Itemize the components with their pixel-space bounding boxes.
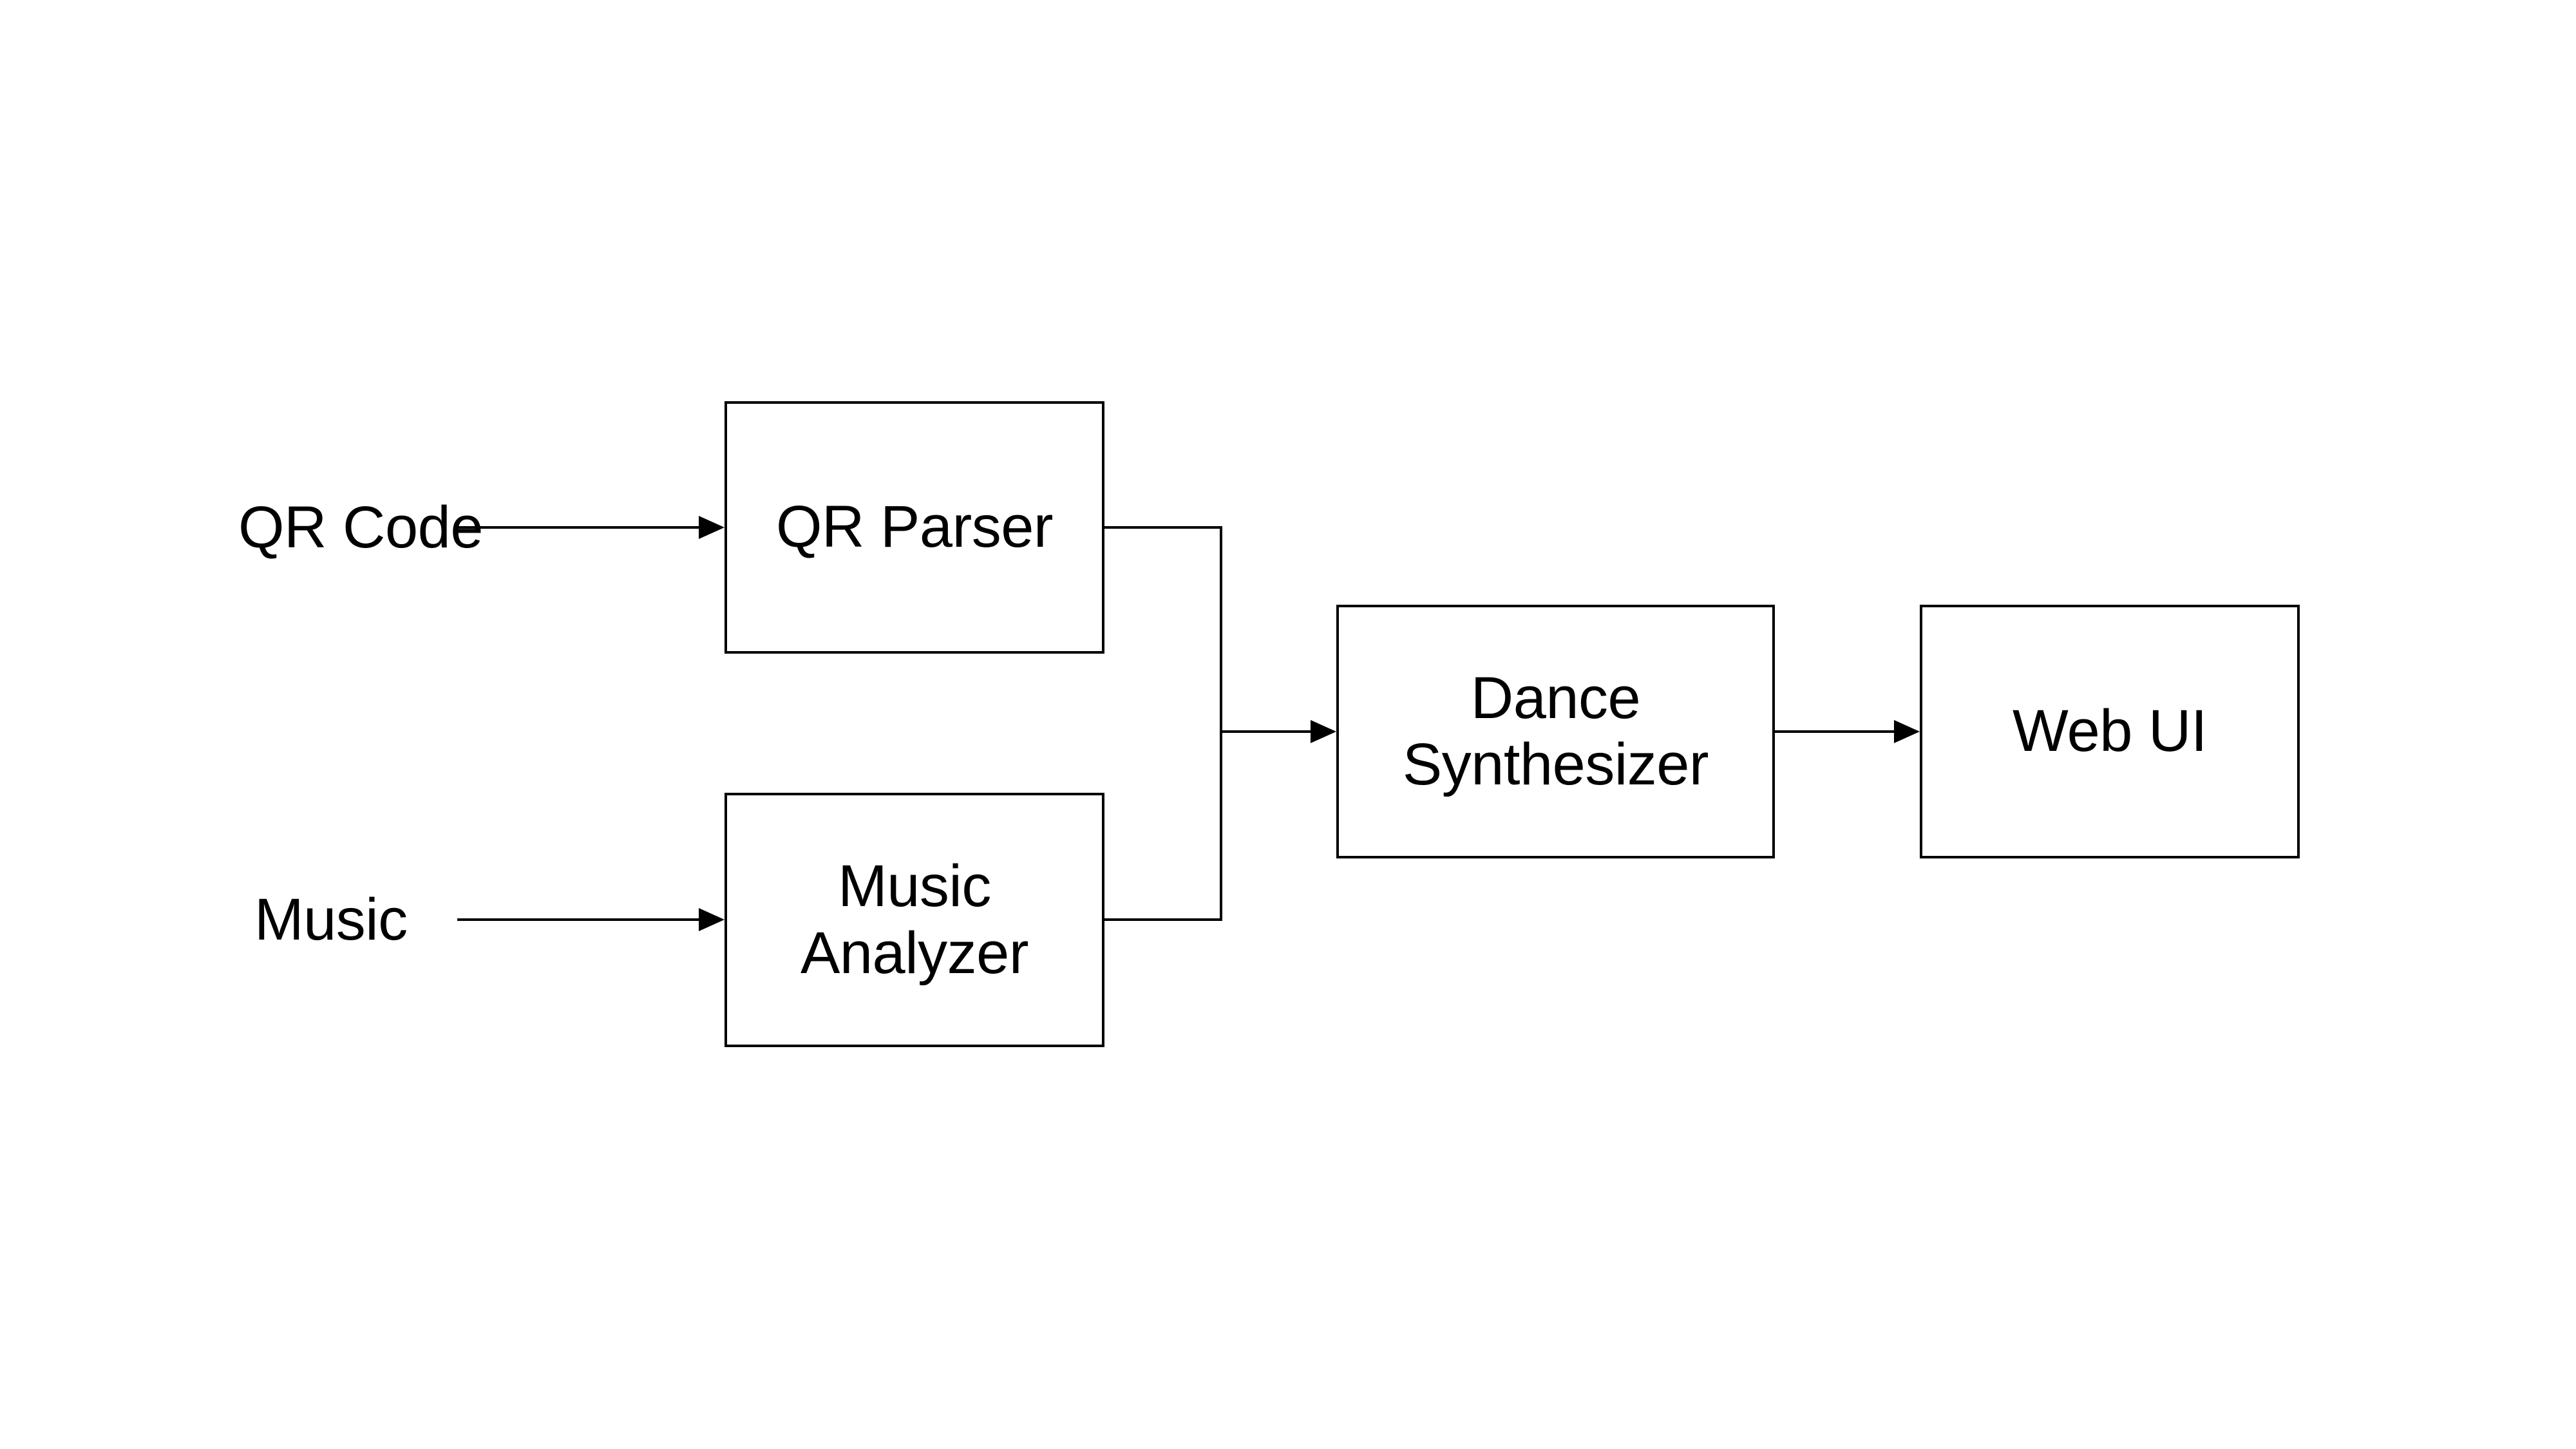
input-label-music: Music: [254, 887, 408, 952]
edge-qrparser-to-merge: [1104, 526, 1222, 732]
input-label-qr-code: QR Code: [238, 495, 484, 560]
edge-musicanalyzer-to-merge: [1104, 732, 1222, 921]
node-web-ui[interactable]: Web UI: [1920, 605, 2300, 858]
edge-music-to-musicanalyzer: [457, 908, 724, 931]
edge-qrcode-to-qrparser: [454, 516, 724, 539]
node-dance-synthesizer[interactable]: Dance Synthesizer: [1336, 605, 1775, 858]
edge-dancesynthesizer-to-webui: [1775, 720, 1920, 743]
node-qr-parser[interactable]: QR Parser: [724, 401, 1104, 654]
node-music-analyzer[interactable]: Music Analyzer: [724, 793, 1104, 1047]
edge-merge-to-dancesynthesizer: [1221, 720, 1336, 743]
